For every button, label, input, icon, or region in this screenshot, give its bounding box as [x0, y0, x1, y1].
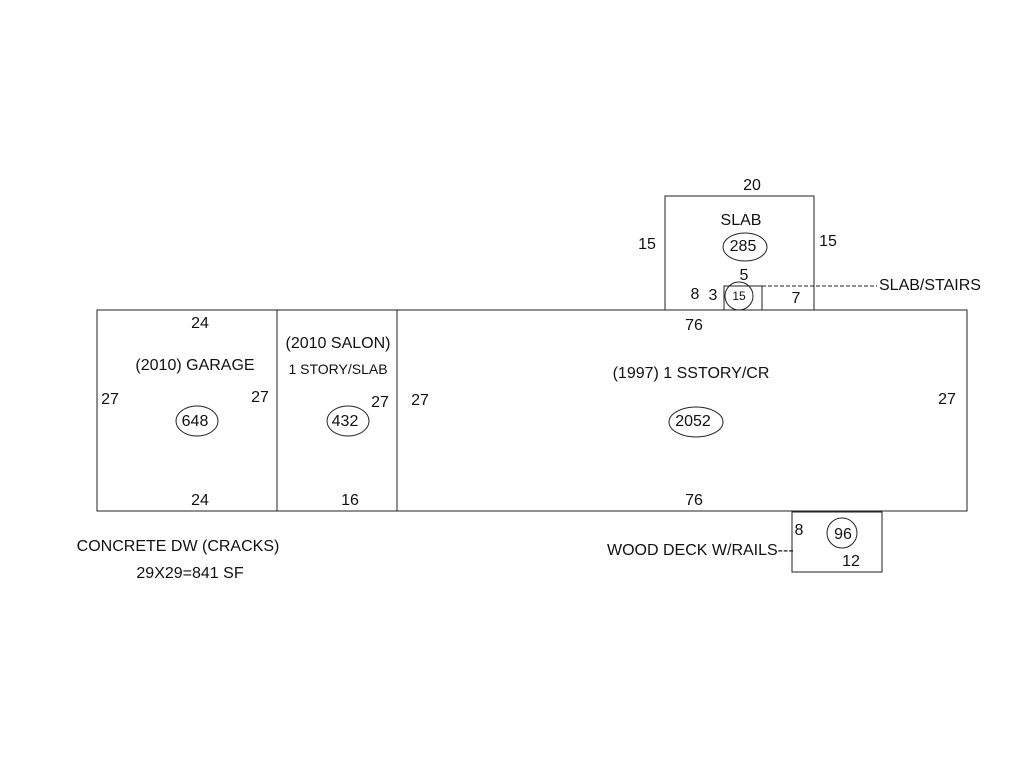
slab-dim-left: 15: [638, 236, 656, 253]
slab-title: SLAB: [721, 212, 762, 229]
slab-area-oval: [722, 232, 768, 262]
salon-subtitle: 1 STORY/SLAB: [288, 361, 387, 377]
garage-dim-bottom: 24: [191, 492, 209, 509]
deck-dim-bottom: 12: [842, 553, 860, 570]
salon-dim-bottom: 16: [341, 492, 359, 509]
salon-area-oval: [326, 405, 370, 437]
garage-outline: [96, 309, 278, 512]
salon-dim-right: 27: [371, 394, 389, 411]
garage-dim-left: 27: [101, 391, 119, 408]
garage-area-oval: [175, 405, 219, 437]
stairs-section: 5 3 15 SLAB/STAIRS: [709, 267, 981, 311]
garage-dim-top: 24: [191, 315, 209, 332]
garage-area: 648: [182, 413, 209, 430]
deck-area: 96: [834, 526, 852, 543]
main-house-title: (1997) 1 SSTORY/CR: [613, 365, 770, 382]
salon-section: (2010 SALON) 1 STORY/SLAB 27 432 16: [276, 309, 398, 512]
salon-area: 432: [332, 413, 359, 430]
slab-dim-bottom-left: 8: [691, 286, 700, 303]
main-house-dim-right: 27: [938, 391, 956, 408]
main-house-dim-bottom: 76: [685, 492, 703, 509]
slab-dim-bottom-right: 7: [792, 290, 801, 307]
main-house-section: 76 (1997) 1 SSTORY/CR 27 27 2052 76: [396, 309, 968, 512]
deck-dim-left: 8: [795, 522, 804, 539]
slab-section: 20 SLAB 15 15 285 8 7: [638, 177, 837, 311]
slab-dim-top: 20: [743, 177, 761, 194]
stairs-label: SLAB/STAIRS: [879, 277, 981, 294]
driveway-label: CONCRETE DW (CRACKS): [77, 538, 280, 555]
main-house-outline: [396, 309, 968, 512]
main-house-area-oval: [668, 406, 724, 438]
stairs-area: 15: [732, 289, 746, 303]
driveway-area: 29X29=841 SF: [136, 565, 243, 582]
garage-title: (2010) GARAGE: [135, 357, 254, 374]
garage-dim-right: 27: [251, 389, 269, 406]
main-house-area: 2052: [675, 413, 711, 430]
salon-title: (2010 SALON): [286, 335, 391, 352]
garage-section: 24 (2010) GARAGE 27 27 648 24: [96, 309, 278, 512]
driveway-note: CONCRETE DW (CRACKS) 29X29=841 SF: [77, 538, 280, 582]
deck-label: WOOD DECK W/RAILS---: [607, 542, 794, 559]
stairs-area-oval: [724, 281, 754, 311]
stairs-outline: [723, 285, 763, 311]
stairs-dim-top: 5: [740, 267, 749, 284]
slab-dim-right: 15: [819, 233, 837, 250]
deck-outline: [791, 511, 883, 573]
slab-area: 285: [730, 238, 757, 255]
main-house-dim-top: 76: [685, 317, 703, 334]
deck-section: 8 96 12 WOOD DECK W/RAILS---: [607, 511, 883, 573]
main-house-dim-left: 27: [411, 392, 429, 409]
deck-area-oval: [826, 517, 858, 549]
stairs-dim-left: 3: [709, 287, 718, 304]
